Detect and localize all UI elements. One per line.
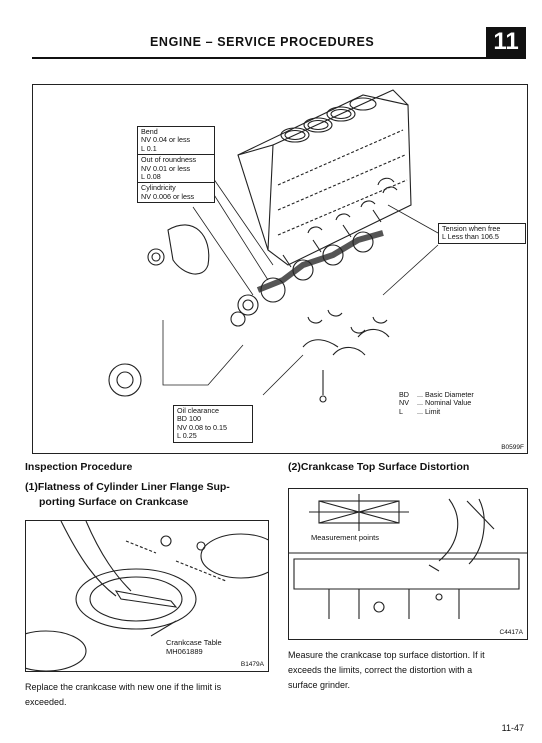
flange-drawing [26, 521, 268, 671]
inspection-heading: Inspection Procedure [25, 461, 133, 473]
subheading-line2: porting Surface on Crankcase [39, 496, 189, 508]
page-number: 11-47 [501, 723, 524, 733]
measurement-points-label: Measurement points [311, 533, 379, 542]
roundness-nv: NV 0.01 or less [141, 163, 191, 173]
right-body-line1: Measure the crankcase top surface distor… [288, 650, 485, 660]
distortion-figure: Measurement points C4417A [288, 488, 528, 640]
crankcase-table-text: Crankcase Table [166, 638, 222, 647]
tension-title: Tension when free [442, 224, 501, 233]
tension-limit: L Less than 106.5 [442, 232, 499, 242]
right-body-text: Measure the crankcase top surface distor… [288, 648, 526, 693]
heading-number: (2) [288, 461, 301, 473]
oil-nv: NV 0.08 to 0.15 [177, 422, 227, 432]
engine-block-figure: Bend NV 0.04 or less L 0.1 Out of roundn… [32, 84, 528, 454]
subheading-1: (1)Flatness of Cylinder Liner Flange Sup… [25, 480, 265, 510]
engine-block-drawing [108, 89, 439, 403]
oil-title: Oil clearance [177, 406, 219, 415]
distortion-drawing [289, 494, 527, 619]
abbreviation-legend: BD ... Basic Diameter NV ... Nominal Val… [399, 390, 474, 416]
left-body-line1: Replace the crankcase with new one if th… [25, 682, 222, 692]
legend-row: L ... Limit [399, 406, 441, 416]
page-title: ENGINE – SERVICE PROCEDURES [150, 35, 375, 49]
oil-clearance-callout: Oil clearance BD 100 NV 0.08 to 0.15 L 0… [173, 405, 253, 443]
cylindricity-nv: NV 0.006 or less [141, 191, 195, 201]
right-body-line2: exceeds the limits, correct the distorti… [288, 665, 473, 675]
flange-figure: Crankcase Table MH061889 B1479A [25, 520, 269, 672]
bend-nv: NV 0.04 or less [141, 135, 191, 145]
legend-row: BD ... Basic Diameter [399, 390, 474, 399]
cylindricity-title: Cylindricity [141, 183, 176, 193]
distortion-heading: (2)Crankcase Top Surface Distortion [288, 461, 469, 473]
oil-bd: BD 100 [177, 414, 201, 424]
left-body-line2: exceeded. [25, 697, 67, 707]
bend-title: Bend [141, 127, 158, 136]
roundness-title: Out of roundness [141, 155, 197, 165]
flange-figure-code: B1479A [240, 661, 264, 668]
distortion-figure-code: C4417A [499, 629, 524, 636]
bend-limit: L 0.1 [141, 143, 157, 153]
legend-row: NV ... Nominal Value [399, 398, 472, 408]
part-number: MH061889 [166, 646, 203, 656]
oil-limit: L 0.25 [177, 431, 197, 441]
subheading-number: (1) [25, 481, 38, 493]
heading-text: Crankcase Top Surface Distortion [300, 461, 470, 473]
subheading-line1: Flatness of Cylinder Liner Flange Sup- [37, 481, 230, 493]
header-rule [32, 57, 526, 59]
tension-callout: Tension when free L Less than 106.5 [438, 223, 526, 244]
section-tab: 11 [486, 27, 526, 57]
bend-callout: Bend NV 0.04 or less L 0.1 Out of roundn… [137, 126, 215, 204]
left-body-text: Replace the crankcase with new one if th… [25, 680, 270, 710]
roundness-limit: L 0.08 [141, 172, 161, 182]
crankcase-table-label: Crankcase Table MH061889 [166, 638, 222, 656]
figure-code: B0599F [501, 444, 524, 451]
right-body-line3: surface grinder. [288, 680, 351, 690]
